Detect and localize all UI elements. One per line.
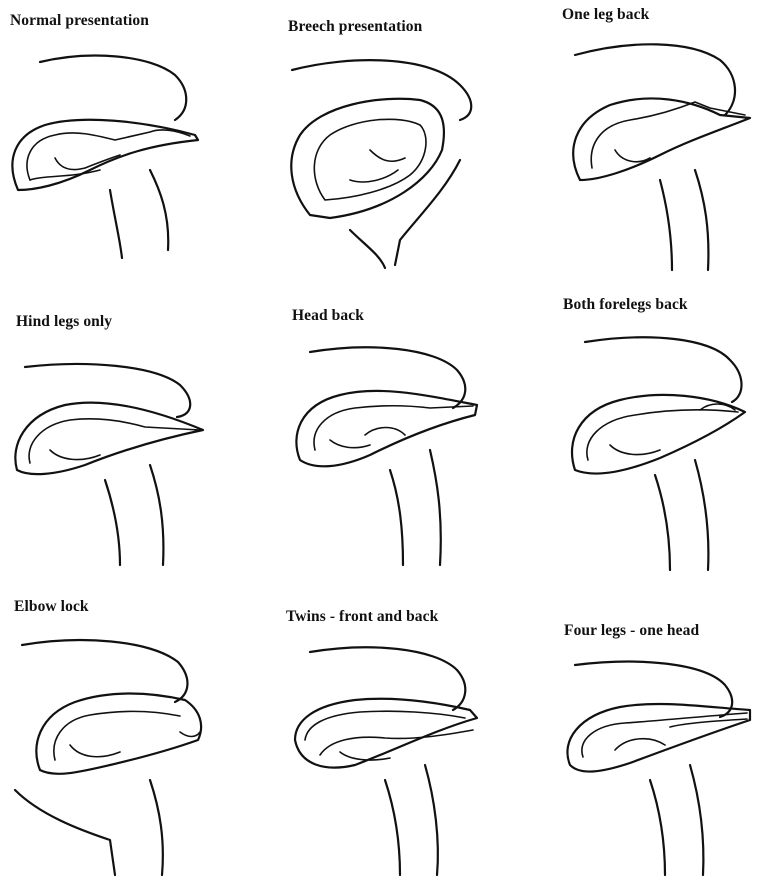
uterus-calf-drawing-four-legs-one-head [555, 655, 770, 880]
caption-normal-presentation: Normal presentation [10, 12, 149, 30]
uterus-calf-drawing-twins [285, 640, 500, 880]
caption-elbow-lock: Elbow lock [14, 598, 89, 616]
caption-hind-legs-only: Hind legs only [16, 313, 112, 331]
uterus-calf-drawing-hind-legs-only [5, 355, 230, 570]
uterus-calf-drawing-normal [0, 40, 230, 260]
caption-four-legs-one-head: Four legs - one head [564, 622, 699, 640]
caption-both-forelegs-back: Both forelegs back [563, 296, 688, 314]
caption-twins-front-and-back: Twins - front and back [286, 608, 438, 626]
uterus-calf-drawing-both-forelegs-back [560, 330, 775, 575]
caption-one-leg-back: One leg back [562, 6, 649, 24]
uterus-calf-drawing-breech [270, 40, 500, 270]
caption-head-back: Head back [292, 307, 364, 325]
uterus-calf-drawing-head-back [285, 340, 500, 570]
uterus-calf-drawing-one-leg-back [560, 30, 775, 275]
uterus-calf-drawing-elbow-lock [0, 630, 230, 880]
caption-breech-presentation: Breech presentation [288, 18, 422, 36]
